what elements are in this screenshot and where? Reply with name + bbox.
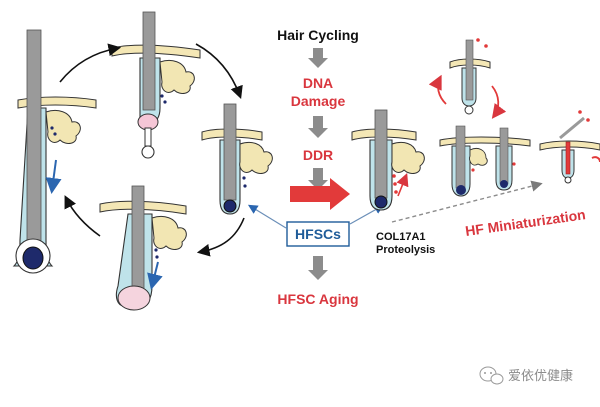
hair-cycling-label: Hair Cycling — [277, 27, 359, 43]
dna-label-line2: Damage — [291, 93, 346, 109]
hfscs-label: HFSCs — [295, 226, 341, 242]
watermark-text: 爱依优健康 — [508, 368, 573, 383]
hfscs-box — [286, 221, 350, 247]
hfsc-aging-label: HFSC Aging — [277, 291, 358, 307]
follicle-bottom-loop — [99, 185, 187, 311]
follicle-damaged — [351, 109, 425, 211]
follicle-anagen-left — [12, 29, 97, 274]
follicle-pair-damaged — [439, 125, 531, 197]
col17a1-label-line1: COL17A1 — [376, 231, 426, 243]
col17a1-label-line2: Proteolysis — [376, 244, 435, 256]
miniaturization-dashed-arrow — [391, 180, 543, 223]
follicle-top — [111, 11, 201, 159]
ddr-label: DDR — [303, 147, 333, 163]
big-red-arrow-icon — [290, 178, 350, 210]
hfscs-pointer-left — [247, 204, 287, 229]
hf-miniaturization-label: HF Miniaturization — [464, 206, 586, 239]
red-cycle-arrow-icon — [428, 74, 507, 119]
watermark: 爱依优健康 — [479, 366, 573, 385]
follicle-right-loop — [201, 103, 273, 215]
dna-label-line1: DNA — [303, 75, 333, 91]
follicle-small-top — [449, 38, 491, 115]
flow-arrow-icon — [308, 48, 328, 280]
cycle-arrow-icon — [59, 43, 245, 257]
follicle-miniaturized — [539, 110, 600, 184]
wechat-icon — [479, 366, 504, 385]
